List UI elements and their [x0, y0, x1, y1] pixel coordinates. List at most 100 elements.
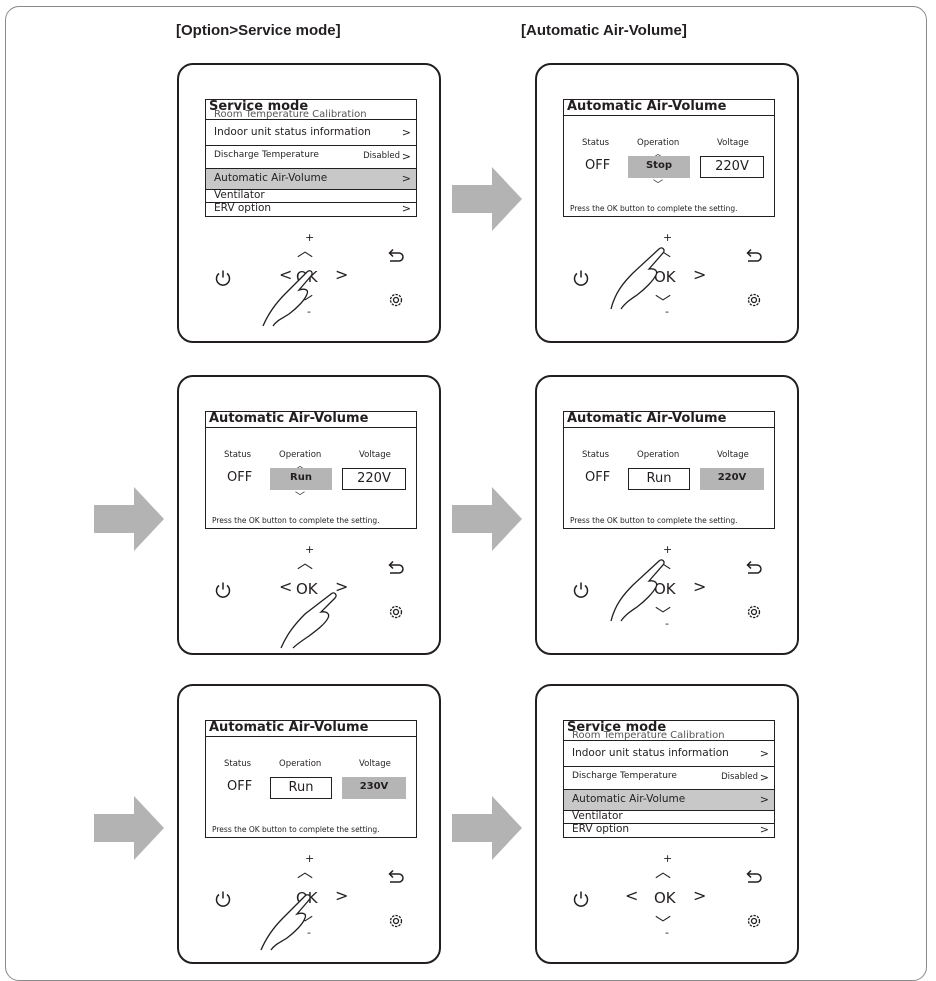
voltage-value[interactable]: 230V — [342, 777, 406, 799]
display-screen: Automatic Air-Volume Status Operation Vo… — [205, 720, 417, 838]
operation-up-caret: ︿ — [295, 461, 305, 472]
menu-item-status-information[interactable]: Indoor unit status information > — [214, 126, 411, 139]
menu-item-status-information[interactable]: Indoor unit status information > — [572, 747, 769, 760]
menu-item-erv-option[interactable]: ERV option > — [572, 823, 769, 836]
up-button[interactable]: ︿ — [297, 241, 314, 260]
right-button[interactable]: > — [693, 265, 707, 284]
column-voltage: Voltage — [717, 138, 749, 148]
remote-controller-step4: Automatic Air-Volume Status Operation Vo… — [177, 684, 441, 964]
operation-down-caret: ﹀ — [653, 180, 663, 191]
right-button[interactable]: > — [693, 886, 707, 905]
left-button[interactable]: < — [279, 577, 293, 596]
power-icon[interactable] — [572, 581, 590, 599]
column-operation: Operation — [279, 450, 322, 460]
operation-value[interactable]: Stop — [628, 156, 690, 178]
right-button[interactable]: > — [335, 265, 349, 284]
up-button[interactable]: ︿ — [655, 862, 672, 881]
plus-label: + — [305, 231, 315, 244]
plus-label: + — [663, 852, 673, 865]
column-voltage: Voltage — [359, 759, 391, 769]
plus-label: + — [305, 852, 315, 865]
gear-icon[interactable] — [745, 912, 763, 930]
operation-up-caret: ︿ — [653, 149, 663, 160]
status-value: OFF — [227, 470, 253, 485]
column-operation: Operation — [279, 759, 322, 769]
back-icon[interactable] — [744, 559, 764, 575]
up-button[interactable]: ︿ — [297, 553, 314, 572]
arrow-right-icon — [94, 796, 164, 860]
right-button[interactable]: > — [693, 577, 707, 596]
power-icon[interactable] — [214, 890, 232, 908]
back-icon[interactable] — [386, 868, 406, 884]
plus-label: + — [663, 231, 673, 244]
menu-item-automatic-air-volume[interactable]: Automatic Air-Volume > — [206, 169, 416, 189]
ok-button[interactable]: OK — [296, 268, 318, 286]
up-button[interactable]: ︿ — [297, 862, 314, 881]
right-button[interactable]: > — [335, 577, 349, 596]
menu-item-cut: Room Temperature Calibration — [214, 109, 367, 120]
operation-down-caret: ﹀ — [295, 492, 305, 503]
status-value: OFF — [585, 158, 611, 173]
gear-icon[interactable] — [387, 603, 405, 621]
ok-button[interactable]: OK — [654, 889, 676, 907]
menu-item-automatic-air-volume[interactable]: Automatic Air-Volume > — [564, 790, 774, 810]
remote-controller-step3: Automatic Air-Volume Status Operation Vo… — [535, 375, 799, 655]
column-operation: Operation — [637, 450, 680, 460]
menu-item-ventilator[interactable]: Ventilator — [572, 810, 623, 822]
column-status: Status — [224, 450, 252, 460]
voltage-value[interactable]: 220V — [342, 468, 406, 490]
back-icon[interactable] — [744, 868, 764, 884]
column-operation: Operation — [637, 138, 680, 148]
menu-item-erv-option[interactable]: ERV option > — [214, 202, 411, 215]
back-icon[interactable] — [386, 247, 406, 263]
arrow-right-icon — [452, 487, 522, 551]
ok-button[interactable]: OK — [296, 580, 318, 598]
display-screen: Service mode Room Temperature Calibratio… — [563, 720, 775, 838]
operation-value[interactable]: Run — [270, 777, 332, 799]
operation-value[interactable]: Run — [270, 468, 332, 490]
arrow-right-icon — [452, 796, 522, 860]
gear-icon[interactable] — [387, 291, 405, 309]
heading-automatic-air-volume: [Automatic Air-Volume] — [521, 22, 687, 39]
gear-icon[interactable] — [387, 912, 405, 930]
voltage-value[interactable]: 220V — [700, 468, 764, 490]
power-icon[interactable] — [572, 890, 590, 908]
ok-button[interactable]: OK — [654, 268, 676, 286]
instruction-note: Press the OK button to complete the sett… — [212, 825, 380, 834]
instruction-note: Press the OK button to complete the sett… — [570, 516, 738, 525]
minus-label: - — [665, 926, 669, 939]
up-button[interactable]: ︿ — [655, 553, 672, 572]
column-voltage: Voltage — [359, 450, 391, 460]
power-icon[interactable] — [214, 581, 232, 599]
ok-button[interactable]: OK — [654, 580, 676, 598]
arrow-right-icon — [94, 487, 164, 551]
column-status: Status — [582, 450, 610, 460]
menu-item-ventilator[interactable]: Ventilator — [214, 189, 265, 201]
menu-item-discharge-temperature[interactable]: Discharge Temperature Disabled > — [572, 771, 769, 784]
screen-title: Automatic Air-Volume — [567, 411, 727, 426]
menu-item-discharge-temperature[interactable]: Discharge Temperature Disabled > — [214, 150, 411, 163]
ok-button[interactable]: OK — [296, 889, 318, 907]
left-button[interactable]: < — [625, 886, 639, 905]
hand-pointer-icon — [262, 270, 313, 327]
screen-title: Service mode — [567, 720, 667, 735]
screen-title: Automatic Air-Volume — [567, 99, 727, 114]
up-button[interactable]: ︿ — [655, 241, 672, 260]
screen-title: Service mode — [209, 99, 309, 114]
right-button[interactable]: > — [335, 886, 349, 905]
column-voltage: Voltage — [717, 450, 749, 460]
operation-value[interactable]: Run — [628, 468, 690, 490]
down-button[interactable]: ﹀ — [655, 914, 672, 933]
arrow-right-icon — [452, 167, 522, 231]
back-icon[interactable] — [744, 247, 764, 263]
power-icon[interactable] — [214, 269, 232, 287]
remote-controller-step2: Automatic Air-Volume Status Operation Vo… — [177, 375, 441, 655]
back-icon[interactable] — [386, 559, 406, 575]
column-status: Status — [582, 138, 610, 148]
voltage-value[interactable]: 220V — [700, 156, 764, 178]
gear-icon[interactable] — [745, 603, 763, 621]
left-button[interactable]: < — [279, 265, 293, 284]
plus-label: + — [663, 543, 673, 556]
power-icon[interactable] — [572, 269, 590, 287]
gear-icon[interactable] — [745, 291, 763, 309]
